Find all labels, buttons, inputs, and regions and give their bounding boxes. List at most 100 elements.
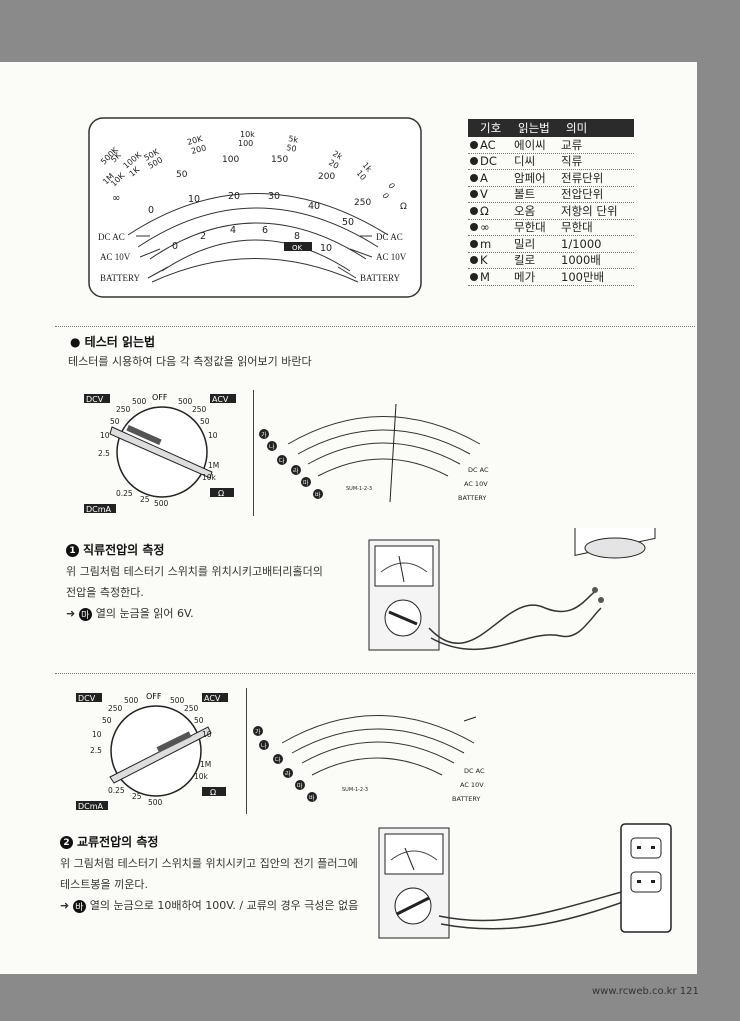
acv-4: 4 (230, 225, 236, 236)
row-na-badge-2: 나 (261, 742, 267, 750)
tick-0-a: 0 (386, 182, 396, 191)
dcv-50: 50 (342, 217, 354, 228)
section-title: ● 테스터 읽는법 (70, 335, 156, 349)
legend-reading: 볼트 (514, 187, 536, 202)
ohm-scale-numbers: 50 100 150 200 250 Ω (176, 155, 407, 212)
row-ra-badge-2: 라 (285, 770, 291, 778)
dial2-left-500: 500 (124, 696, 139, 705)
legend-symbol: A (480, 170, 488, 185)
section-divider (55, 326, 695, 327)
legend-reading: 암페어 (514, 170, 546, 185)
mini2-battery: BATTERY (452, 795, 480, 803)
tick-2k: 2k (331, 149, 344, 162)
tick-200: 200 (190, 143, 207, 156)
dcv-label-2: DCV (78, 694, 96, 703)
dial2-right-10: 10 (202, 730, 212, 739)
ohm-250: 250 (354, 198, 371, 208)
legend-reading: 에이씨 (514, 137, 546, 152)
row-ra-badge: 라 (293, 467, 299, 475)
off-label-2: OFF (146, 692, 162, 701)
acv-8: 8 (294, 231, 300, 242)
mini2-sum-label: SUM-1-2-3 (342, 787, 368, 793)
legend-symbol: K (480, 253, 488, 268)
dc-ac-right-label: DC AC (376, 232, 403, 242)
legend-meaning: 1/1000 (561, 236, 602, 251)
footer-site: www.rcweb.co.kr (592, 986, 677, 997)
legend-row: A 암페어 전류단위 (468, 170, 634, 187)
legend-reading: 오옴 (514, 203, 536, 218)
dial-right-10: 10 (208, 431, 218, 440)
legend-meaning: 1000배 (561, 253, 601, 268)
block2-line1: 위 그림처럼 테스터기 스위치를 위치시키고 집안의 전기 플러그에 (60, 857, 358, 870)
block1-badge: 마 (78, 607, 92, 621)
block2-line2: 테스트봉을 끼운다. (60, 878, 148, 891)
page-number: 121 (679, 986, 699, 997)
acv-10: 10 (320, 243, 332, 254)
needle-2 (463, 716, 477, 722)
dial-left-2.5: 2.5 (98, 449, 110, 458)
tester-battery-illustration (368, 528, 656, 651)
legend-symbol: m (480, 236, 492, 251)
vertical-divider (253, 390, 254, 516)
tick-0-b: 0 (380, 192, 390, 201)
row-ba-badge: 바 (315, 491, 321, 499)
dial-right-500: 500 (178, 397, 193, 406)
legend-meaning: 100만배 (561, 269, 605, 284)
mini-ac10v: AC 10V (464, 480, 488, 488)
dial-right-500-bottom: 500 (154, 499, 169, 508)
battery-right-label: BATTERY (360, 273, 401, 283)
mini2-ac10v: AC 10V (460, 781, 484, 789)
ac10v-right-label: AC 10V (376, 252, 407, 262)
tick-50: 50 (286, 143, 298, 154)
legend-header-reading: 읽는법 (518, 121, 550, 135)
legend-symbol: M (480, 269, 490, 284)
dial-right-250: 250 (192, 405, 207, 414)
legend-reading: 무한대 (514, 220, 546, 235)
ok-band (284, 242, 312, 251)
legend-meaning: 전압단위 (561, 187, 604, 202)
bullet-icon (470, 256, 478, 265)
tester-outlet-illustration (378, 823, 672, 939)
block2-badge: 바 (72, 899, 86, 913)
dcv-40: 40 (308, 201, 320, 212)
mini-dc-ac: DC AC (468, 466, 489, 474)
dial2-left-10: 10 (92, 730, 102, 739)
dial2-left-0.25: 0.25 (108, 786, 125, 795)
mini-sum-label: SUM-1-2-3 (346, 486, 372, 492)
bullet-icon (470, 223, 478, 232)
block1-line3-text: 열의 눈금을 읽어 6V. (95, 607, 194, 620)
acv-label: ACV (212, 395, 229, 404)
range-dial-diagram-1: DCV ACV DCmA Ω OFF 500 250 50 10 2.5 0.2… (84, 393, 236, 514)
row-ma-badge: 마 (303, 479, 309, 487)
section-intro: 테스터를 시용하여 다음 각 측정값을 읽어보기 바란다 (68, 355, 312, 368)
dcma-label: DCmA (86, 505, 112, 514)
mini-meter-scale-2: 가 나 다 라 마 바 DC AC AC 10V BATTERY SUM-1-2… (253, 715, 485, 803)
legend-meaning: 직류 (561, 154, 583, 169)
bullet-icon (470, 206, 478, 215)
dial-left-500: 500 (132, 397, 147, 406)
ok-label: OK (292, 244, 303, 252)
acv-0: 0 (172, 241, 178, 252)
row-ma-badge-2: 마 (297, 782, 303, 790)
legend-meaning: 전류단위 (561, 170, 604, 185)
acv-label-2: ACV (204, 694, 221, 703)
legend-header: 기호 읽는법 의미 (468, 119, 634, 137)
ohm-200: 200 (318, 172, 335, 182)
block2-line3-text: 열의 눈금으로 10배하여 100V. / 교류의 경우 극성은 없음 (89, 899, 359, 912)
mini-meter-scale-1: 가 나 다 라 마 바 DC AC AC 10V BATTERY SUM-1-2… (259, 403, 489, 503)
dial-right-10k: 10k (202, 473, 217, 482)
ohm-150: 150 (271, 155, 288, 165)
dcv-20: 20 (228, 191, 240, 202)
tick-5k-b: 5k (288, 134, 299, 145)
legend-reading: 디씨 (514, 154, 536, 169)
bullet-icon (470, 140, 478, 149)
row-ga-badge: 가 (261, 431, 267, 439)
